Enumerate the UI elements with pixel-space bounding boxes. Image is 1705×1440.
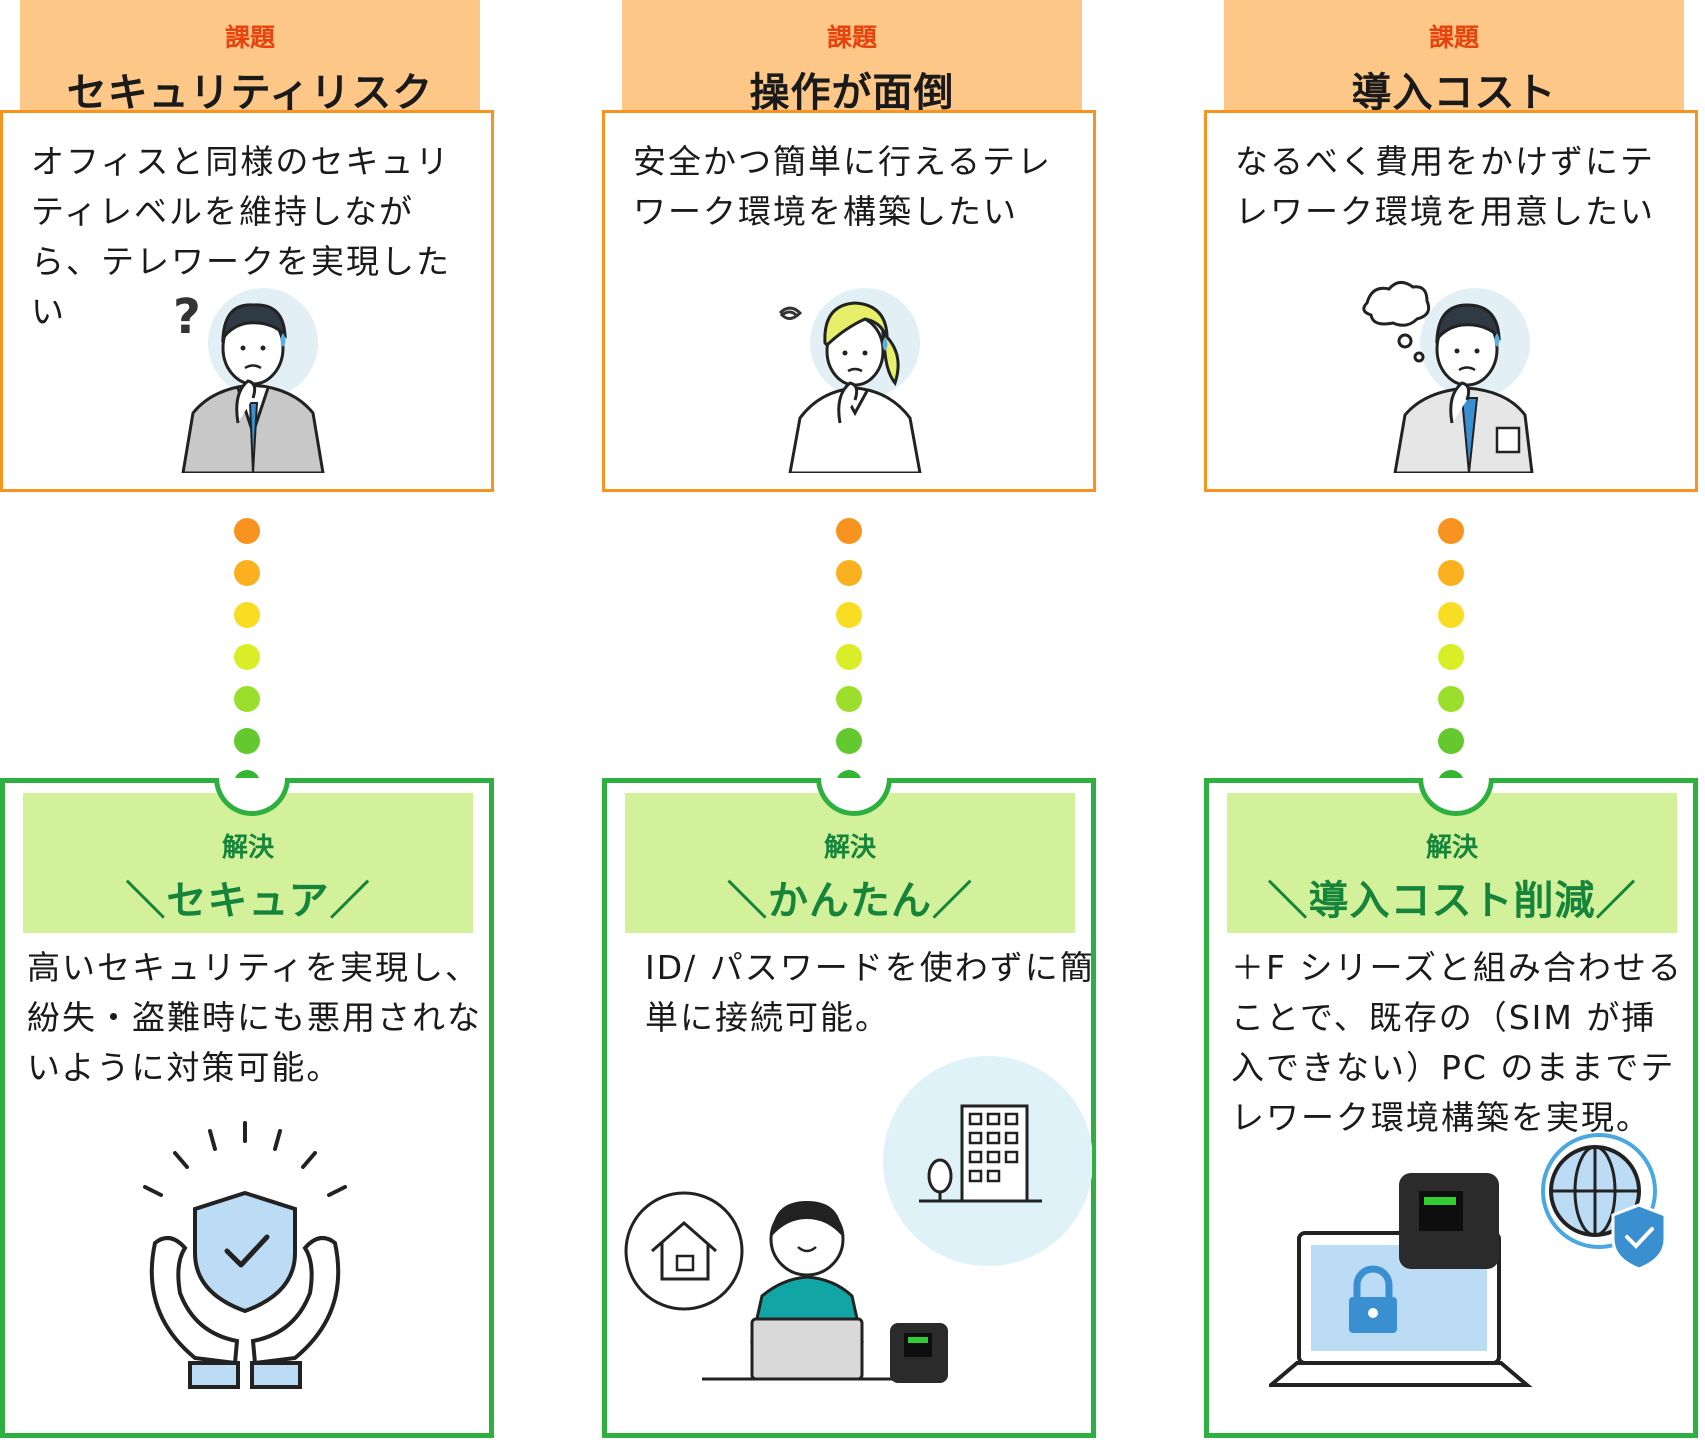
issue-tag: 課題 xyxy=(224,23,275,52)
solution-title: ＼かんたん／ xyxy=(727,878,973,924)
remote-work-illustration xyxy=(624,1056,1092,1383)
issue-header: 課題 操作が面倒 xyxy=(622,0,1082,116)
mobile-router-icon xyxy=(1399,1173,1499,1269)
issue-title: 操作が面倒 xyxy=(749,70,955,116)
solution-tag: 解決 xyxy=(221,833,274,863)
connector-dot xyxy=(836,686,862,712)
solution-text: ID/ パスワードを使わずに簡単に接続可能。 xyxy=(645,948,1095,1037)
office-building-icon xyxy=(919,1104,1042,1203)
solution-box: 解決 ＼セキュア／ 高いセキュリティを実現し、紛失・盗難時にも悪用されないように… xyxy=(0,778,494,1438)
solution-box: 解決 ＼かんたん／ ID/ パスワードを使わずに簡単に接続可能。 xyxy=(602,778,1096,1438)
connector-dot xyxy=(836,560,862,586)
solution-tag: 解決 xyxy=(1425,833,1478,863)
solution-tag: 解決 xyxy=(823,833,876,863)
connector-dot xyxy=(836,644,862,670)
issue-box: オフィスと同様のセキュリティレベルを維持しながら、テレワークを実現したい ? xyxy=(0,110,494,492)
shield-hands-icon xyxy=(143,1121,347,1389)
connector-dot xyxy=(234,518,260,544)
issue-tag: 課題 xyxy=(1428,23,1479,52)
connector-dots xyxy=(234,518,262,798)
issue-tag: 課題 xyxy=(826,23,877,52)
solution-header: 解決 ＼導入コスト削減／ xyxy=(1227,793,1677,933)
issue-header: 課題 導入コスト xyxy=(1224,0,1684,116)
issue-text: オフィスと同様のセキュリティレベルを維持しながら、テレワークを実現したい xyxy=(31,142,451,331)
connector-dot xyxy=(234,602,260,628)
connector-dot xyxy=(234,644,260,670)
woman-at-laptop xyxy=(702,1201,892,1381)
solution-title: ＼導入コスト削減／ xyxy=(1267,878,1637,924)
solution-header: 解決 ＼セキュア／ xyxy=(23,793,473,933)
solution-header: 解決 ＼かんたん／ xyxy=(625,793,1075,933)
connector-dot xyxy=(1438,644,1464,670)
column-easy: 課題 操作が面倒 安全かつ簡単に行えるテレワーク環境を構築したい 解決 xyxy=(602,0,1102,1440)
issue-box: なるべく費用をかけずにテレワーク環境を用意したい xyxy=(1204,110,1698,492)
connector-dot xyxy=(234,686,260,712)
connector-dot xyxy=(234,728,260,754)
issue-title: セキュリティリスク xyxy=(66,70,434,116)
connector-dot xyxy=(1438,728,1464,754)
laptop-router-globe-illustration xyxy=(1269,1133,1667,1387)
confused-woman-illustration xyxy=(778,288,922,473)
issue-title: 導入コスト xyxy=(1351,70,1557,116)
connector-dot xyxy=(1438,560,1464,586)
connector-dot xyxy=(1438,686,1464,712)
column-cost: 課題 導入コスト なるべく費用をかけずにテレワーク環境を用意したい xyxy=(1204,0,1704,1440)
lock-icon xyxy=(1349,1265,1397,1333)
solution-box: 解決 ＼導入コスト削減／ ＋F シリーズと組み合わせることで、既存の（SIM が… xyxy=(1204,778,1698,1438)
solution-text: ＋F シリーズと組み合わせることで、既存の（SIM が挿入できない）PC のまま… xyxy=(1231,948,1683,1137)
connector-dot xyxy=(1438,518,1464,544)
connector-dot xyxy=(836,728,862,754)
solution-title: ＼セキュア／ xyxy=(125,878,371,924)
issue-text: なるべく費用をかけずにテレワーク環境を用意したい xyxy=(1235,142,1655,231)
globe-shield-icon xyxy=(1541,1133,1667,1271)
svg-text:?: ? xyxy=(173,289,201,345)
connector-dot xyxy=(836,602,862,628)
issue-box: 安全かつ簡単に行えるテレワーク環境を構築したい xyxy=(602,110,1096,492)
issue-header: 課題 セキュリティリスク xyxy=(20,0,480,116)
connector-dots xyxy=(1438,518,1466,798)
connector-dot xyxy=(234,560,260,586)
mobile-router-icon xyxy=(890,1323,948,1383)
solution-text: 高いセキュリティを実現し、紛失・盗難時にも悪用されないように対策可能。 xyxy=(27,948,482,1087)
thinking-man-illustration xyxy=(1362,281,1534,473)
connector-dot xyxy=(836,518,862,544)
column-security: 課題 セキュリティリスク オフィスと同様のセキュリティレベルを維持しながら、テレ… xyxy=(0,0,500,1440)
connector-dots xyxy=(836,518,864,798)
issue-text: 安全かつ簡単に行えるテレワーク環境を構築したい xyxy=(633,142,1053,231)
worried-businessman-illustration: ? xyxy=(173,288,325,473)
connector-dot xyxy=(1438,602,1464,628)
home-icon xyxy=(624,1191,744,1311)
